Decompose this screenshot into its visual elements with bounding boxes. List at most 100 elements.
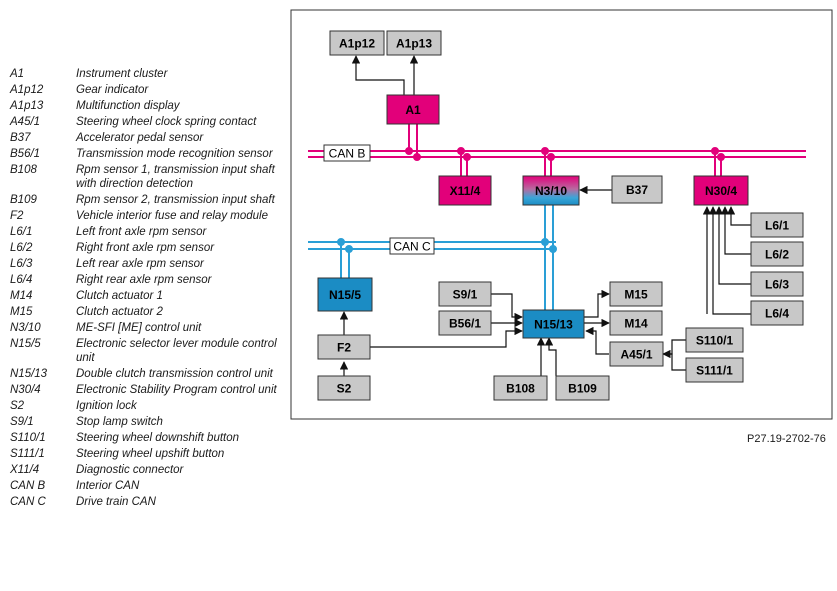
legend-code: B109: [10, 194, 37, 206]
m14-box: M14: [609, 310, 663, 336]
can-b-label: CAN B: [323, 144, 371, 162]
legend-description: Steering wheel upshift button: [76, 448, 225, 460]
legend-description: Multifunction display: [76, 100, 180, 112]
a1p12-label: A1p12: [339, 37, 375, 51]
diagram-frame: [290, 9, 833, 420]
legend-description: Right rear axle rpm sensor: [76, 274, 212, 286]
m15-box: M15: [609, 281, 663, 307]
s9-1-box: S9/1: [438, 281, 492, 307]
legend-description: Rpm sensor 1, transmission input shaft w…: [76, 164, 275, 190]
legend-description: ME-SFI [ME] control unit: [76, 322, 202, 334]
legend-description: Steering wheel downshift button: [76, 432, 240, 444]
legend-description: Steering wheel clock spring contact: [76, 116, 257, 128]
n15-13-box: N15/13: [522, 309, 585, 339]
legend-code: N30/4: [10, 384, 41, 396]
legend-code: M14: [10, 290, 33, 302]
l6-2-label: L6/2: [765, 248, 789, 262]
legend-code: B56/1: [10, 148, 41, 160]
s111-1-box: S111/1: [685, 357, 744, 383]
b56-1-box: B56/1: [438, 310, 492, 336]
legend-code: F2: [10, 210, 24, 222]
can-c-label-text: CAN C: [393, 240, 431, 254]
legend-code: S110/1: [10, 432, 46, 444]
legend-description: Double clutch transmission control unit: [76, 368, 273, 380]
legend-code: A1: [10, 68, 25, 80]
n3-10-label: N3/10: [535, 184, 567, 198]
legend-description: Transmission mode recognition sensor: [76, 148, 273, 160]
a45-1-label: A45/1: [620, 348, 652, 362]
legend-row: CAN B Interior CAN: [10, 479, 280, 493]
legend-code: S9/1: [10, 416, 34, 428]
n15-5-box: N15/5: [317, 277, 373, 312]
a1-label: A1: [405, 103, 421, 117]
legend-description: Gear indicator: [76, 84, 149, 96]
legend-description: Clutch actuator 1: [76, 290, 163, 302]
legend-row: M14 Clutch actuator 1: [10, 289, 280, 303]
s9-1-label: S9/1: [453, 288, 478, 302]
x11-4-box: X11/4: [438, 175, 492, 206]
x11-4-label: X11/4: [450, 184, 481, 198]
legend-row: B56/1 Transmission mode recognition senso…: [10, 147, 280, 161]
can-b-label-text: CAN B: [329, 147, 366, 161]
l6-1-box: L6/1: [750, 212, 804, 238]
legend-code: X11/4: [10, 464, 40, 476]
legend-description: Interior CAN: [76, 480, 140, 492]
m14-label: M14: [624, 317, 648, 331]
legend-row: S2 Ignition lock: [10, 399, 280, 413]
b109-label: B109: [568, 382, 597, 396]
legend-description: Stop lamp switch: [76, 416, 163, 428]
b37-label: B37: [626, 183, 648, 197]
legend-code: A1p12: [10, 84, 44, 96]
legend-description: Clutch actuator 2: [76, 306, 163, 318]
n3-10-box: N3/10: [522, 175, 580, 206]
legend-description: Vehicle interior fuse and relay module: [76, 210, 268, 222]
a1p12-box: A1p12: [329, 30, 385, 56]
legend-row: F2 Vehicle interior fuse and relay module: [10, 209, 280, 223]
legend-code: B108: [10, 164, 37, 176]
f2-box: F2: [317, 334, 371, 360]
s2-label: S2: [337, 382, 352, 396]
can-c-drops: [337, 205, 557, 310]
legend-code: N3/10: [10, 322, 41, 334]
s110-1-box: S110/1: [685, 327, 744, 353]
legend-code: CAN B: [10, 480, 46, 492]
legend-code: N15/13: [10, 368, 48, 380]
legend-code: L6/2: [10, 242, 33, 254]
legend-code: CAN C: [10, 496, 46, 508]
legend-row: L6/2 Right front axle rpm sensor: [10, 241, 280, 255]
legend-row: S9/1 Stop lamp switch: [10, 415, 280, 429]
b56-1-label: B56/1: [449, 317, 481, 331]
a1p13-box: A1p13: [386, 30, 442, 56]
legend-row: S110/1 Steering wheel downshift button: [10, 431, 280, 445]
legend-description: Right front axle rpm sensor: [76, 242, 215, 254]
legend-code: L6/1: [10, 226, 33, 238]
legend-row: N15/13 Double clutch transmission control…: [10, 367, 280, 381]
a1p13-label: A1p13: [396, 37, 432, 51]
legend-description: Accelerator pedal sensor: [76, 132, 204, 144]
legend-code: L6/3: [10, 258, 33, 270]
legend-row: N3/10 ME-SFI [ME] control unit: [10, 321, 280, 335]
a45-1-box: A45/1: [609, 341, 664, 367]
legend-description: Ignition lock: [76, 400, 137, 412]
legend-code: S2: [10, 400, 25, 412]
legend-code: A45/1: [10, 116, 41, 128]
m15-label: M15: [624, 288, 648, 302]
l6-3-label: L6/3: [765, 278, 789, 292]
b37-box: B37: [611, 175, 663, 204]
f2-label: F2: [337, 341, 351, 355]
can-c-label: CAN C: [389, 237, 435, 255]
s110-1-label: S110/1: [696, 334, 734, 348]
